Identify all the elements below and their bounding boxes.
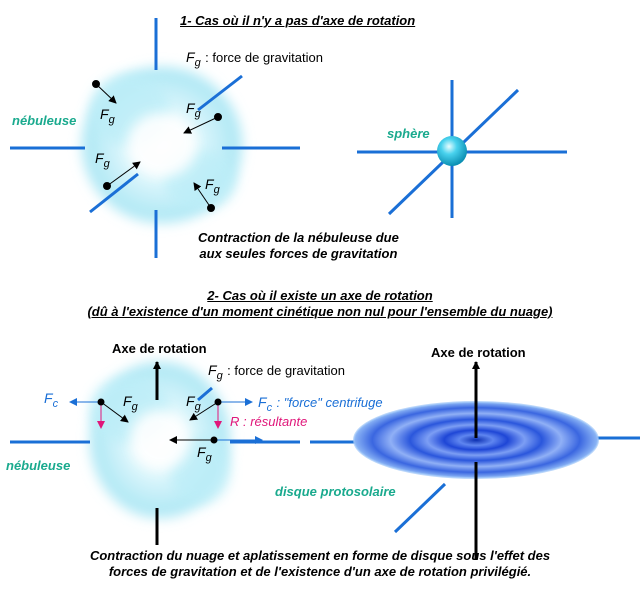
heading-section-1: 1- Cas où il n'y a pas d'axe de rotation (180, 13, 416, 28)
forces-left (69, 398, 129, 429)
label-nebuleuse-1: nébuleuse (12, 113, 77, 128)
axes-1 (10, 18, 300, 258)
fc-legend: Fc : "force" centrifuge (258, 394, 383, 414)
label-nebuleuse-2: nébuleuse (6, 458, 71, 473)
fg-label-2b: Fg (186, 393, 201, 413)
heading-section-2: 2- Cas où il existe un axe de rotation (… (56, 288, 584, 320)
caption-1-line-1: Contraction de la nébuleuse due (198, 230, 399, 245)
label-sphere: sphère (387, 126, 430, 141)
axis-label-right: Axe de rotation (431, 345, 526, 360)
fg-label-1b: Fg (186, 100, 201, 120)
heading-2-line-2: (dû à l'existence d'un moment cinétique … (87, 304, 553, 319)
forces-right-top (189, 398, 253, 429)
caption-2-line-1: Contraction du nuage et aplatissement en… (89, 548, 551, 563)
fg-label-1a: Fg (100, 106, 115, 126)
fc-label-left: Fc (44, 390, 59, 410)
axis2-diag-stub (197, 386, 213, 402)
caption-2-line-2: forces de gravitation et de l'existence … (108, 564, 532, 579)
axis-diag-high (197, 74, 243, 112)
sphere (437, 136, 467, 166)
axis-label-left: Axe de rotation (112, 341, 207, 356)
fg-label-1c: Fg (95, 150, 110, 170)
forces-right-mid (169, 436, 263, 444)
protosolar-disk (354, 402, 598, 478)
caption-1-line-2: aux seules forces de gravitation (199, 246, 398, 261)
label-disque: disque protosolaire (275, 484, 396, 499)
nebula-2 (90, 362, 230, 518)
fg-label-2a: Fg (123, 393, 138, 413)
fg-legend-2: Fg : force de gravitation (208, 362, 345, 382)
caption-section-2: Contraction du nuage et aplatissement en… (40, 548, 600, 580)
fg-label-1d: Fg (205, 176, 220, 196)
fg-label-2c: Fg (197, 444, 212, 464)
heading-2-line-1: 2- Cas où il existe un axe de rotation (207, 288, 433, 303)
gravity-arrows-1 (92, 80, 222, 212)
caption-section-1: Contraction de la nébuleuse due aux seul… (198, 230, 399, 262)
r-legend: R : résultante (230, 414, 308, 429)
axes-2 (10, 386, 300, 444)
axis-diag-low (89, 172, 139, 214)
fg-legend-1: Fg : force de gravitation (186, 49, 323, 69)
